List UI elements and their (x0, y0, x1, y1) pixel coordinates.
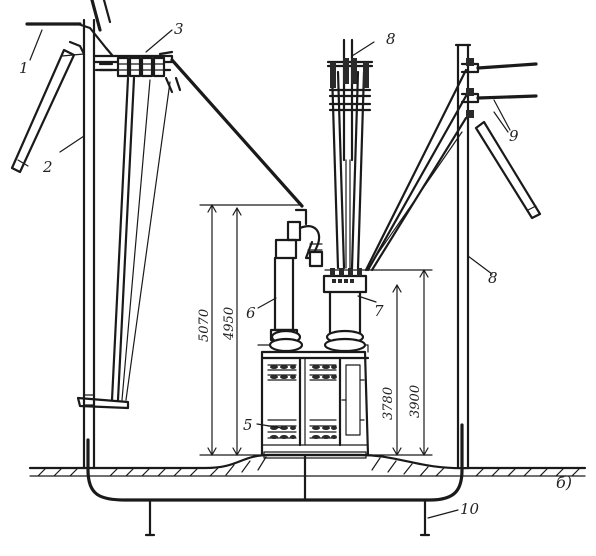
figure-caption: б) (556, 473, 572, 492)
left-pole (10, 0, 130, 470)
callout-8-busway: 8 (386, 30, 396, 48)
hv-bushing (268, 208, 324, 353)
dimension-lines-left (199, 204, 301, 456)
grounding-loop (86, 423, 464, 537)
dimension-3780: 3780 (381, 387, 396, 420)
dimension-3900: 3900 (408, 385, 423, 418)
callout-10: 10 (460, 500, 480, 518)
dimension-4950: 4950 (222, 307, 237, 341)
callout-6: 6 (246, 304, 256, 322)
outgoing-lines (364, 58, 538, 272)
callout-7: 7 (374, 302, 384, 320)
dimension-labels: 5070 4950 3780 3900 (197, 307, 423, 420)
callout-2: 2 (42, 158, 53, 176)
incoming-line (25, 22, 114, 57)
callout-9: 9 (509, 127, 519, 145)
hv-bus-span (158, 50, 304, 208)
callout-1: 1 (19, 59, 29, 77)
disconnector-assembly (92, 54, 182, 402)
callout-3: 3 (174, 20, 184, 38)
lv-busway (326, 38, 374, 270)
callout-5: 5 (243, 416, 253, 434)
callout-leaders (29, 29, 509, 519)
transformer (257, 344, 370, 459)
dimension-5070: 5070 (197, 309, 212, 342)
insulator-stack (116, 56, 166, 78)
callout-8-pole: 8 (488, 269, 498, 287)
lv-bushing (322, 268, 368, 353)
callout-labels: 1 2 3 5 6 7 8 8 9 10 (19, 20, 519, 518)
